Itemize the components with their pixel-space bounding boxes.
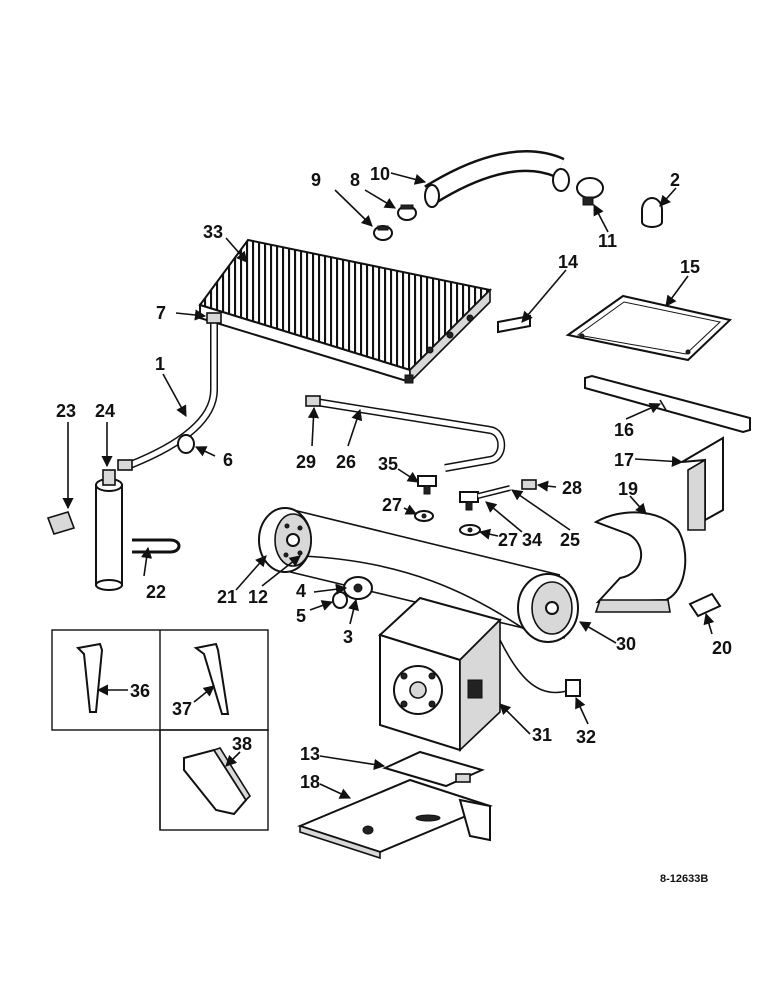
callout-34: 34 xyxy=(522,530,542,550)
bracket-17 xyxy=(681,436,724,531)
callout-3: 3 xyxy=(343,627,353,647)
callout-25: 25 xyxy=(560,530,580,550)
hose-clamp xyxy=(576,177,604,206)
belt-guard xyxy=(593,511,687,613)
callout-2: 2 xyxy=(670,170,680,190)
plate-15 xyxy=(565,294,733,362)
callout-1: 1 xyxy=(155,354,165,374)
callout-19: 19 xyxy=(618,479,638,499)
drawing-code: 8-12633B xyxy=(660,873,708,885)
callout-14: 14 xyxy=(558,252,578,272)
hose xyxy=(424,150,570,208)
fitting-35 xyxy=(417,475,437,495)
line-1 xyxy=(117,312,222,471)
u-bolt-22 xyxy=(132,538,181,554)
clip-9 xyxy=(373,225,393,241)
inset-box xyxy=(51,629,269,831)
pulley-30 xyxy=(517,573,579,643)
clip-2 xyxy=(641,197,663,228)
callout-4: 4 xyxy=(296,581,306,601)
callout-16: 16 xyxy=(614,420,634,440)
callout-6: 6 xyxy=(223,450,233,470)
bracket-23 xyxy=(46,511,76,535)
callout-8: 8 xyxy=(350,170,360,190)
callout-7: 7 xyxy=(156,303,166,323)
callout-5: 5 xyxy=(296,606,306,626)
receiver-dryer xyxy=(95,469,123,591)
callout-22: 22 xyxy=(146,582,166,602)
bracket-38 xyxy=(183,747,252,816)
bracket-37 xyxy=(193,642,230,715)
callout-29: 29 xyxy=(296,452,316,472)
gasket-27a xyxy=(414,510,434,522)
callout-9: 9 xyxy=(311,170,321,190)
callout-13: 13 xyxy=(300,744,320,764)
callout-31: 31 xyxy=(532,725,552,745)
pulley-21 xyxy=(258,507,312,573)
callout-33: 33 xyxy=(203,222,223,242)
callout-35: 35 xyxy=(378,454,398,474)
idler-3 xyxy=(343,576,373,600)
callout-37: 37 xyxy=(172,699,192,719)
callout-23: 23 xyxy=(56,401,76,421)
callout-30: 30 xyxy=(616,634,636,654)
callout-15: 15 xyxy=(680,257,700,277)
mount-bracket-18 xyxy=(297,778,493,860)
sleeve-6 xyxy=(177,434,195,454)
plate-20 xyxy=(688,592,722,618)
callouts: 10 9 8 11 2 33 7 14 15 1 16 17 23 24 6 2… xyxy=(56,164,732,799)
callout-24: 24 xyxy=(95,401,115,421)
spacer-5 xyxy=(332,591,348,609)
callout-18: 18 xyxy=(300,772,320,792)
callout-32: 32 xyxy=(576,727,596,747)
callout-17: 17 xyxy=(614,450,634,470)
hose-32 xyxy=(499,639,581,697)
strap-16 xyxy=(584,374,751,434)
callout-38: 38 xyxy=(232,734,252,754)
line-26 xyxy=(305,395,506,472)
callout-10: 10 xyxy=(370,164,390,184)
callout-11: 11 xyxy=(598,231,617,251)
fitting-34 xyxy=(459,485,511,511)
condenser xyxy=(198,238,493,384)
gasket-27b xyxy=(459,524,481,536)
callout-36: 36 xyxy=(130,681,150,701)
callout-28: 28 xyxy=(562,478,582,498)
callout-12: 12 xyxy=(248,587,268,607)
callout-26: 26 xyxy=(336,452,356,472)
fitting-28 xyxy=(521,479,537,490)
clip-8 xyxy=(397,204,417,221)
callout-27a: 27 xyxy=(382,495,402,515)
compressor xyxy=(378,596,502,752)
callout-20: 20 xyxy=(712,638,732,658)
bracket-36 xyxy=(75,642,104,713)
callout-27b: 27 xyxy=(498,530,518,550)
mount-plate-13 xyxy=(382,750,485,788)
callout-21: 21 xyxy=(217,587,237,607)
